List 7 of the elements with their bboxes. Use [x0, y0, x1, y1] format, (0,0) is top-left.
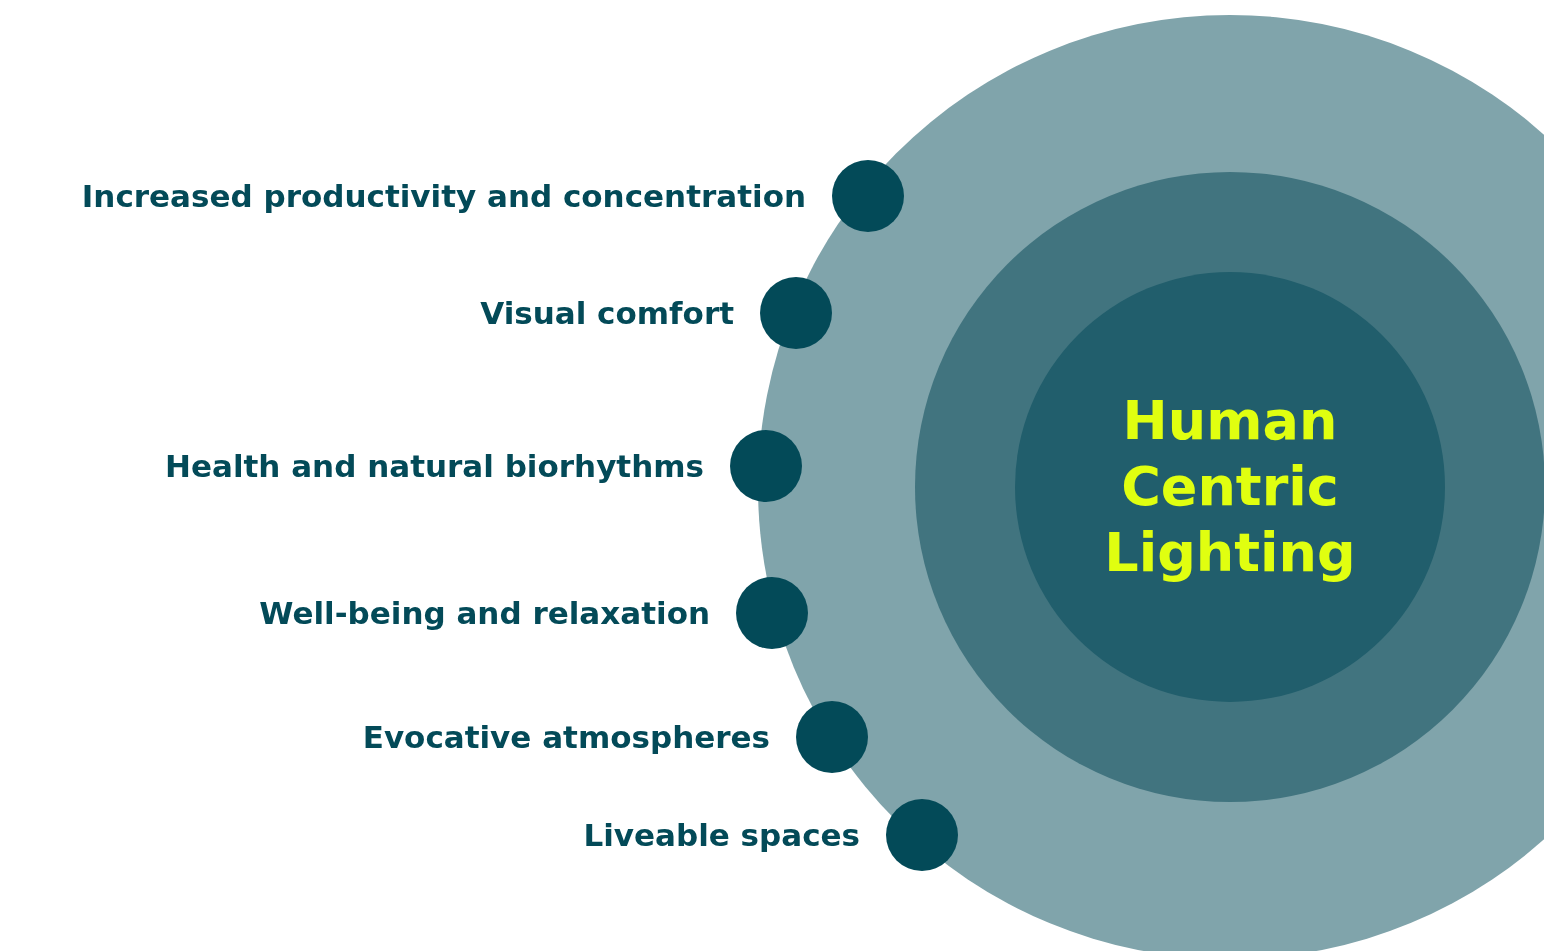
benefit-label: Health and natural biorhythms: [165, 448, 704, 484]
benefit-label: Increased productivity and concentration: [81, 178, 806, 214]
heading-text: Human Centric Lighting: [1103, 388, 1357, 586]
benefit-label: Evocative atmospheres: [362, 719, 770, 755]
benefit-label: Liveable spaces: [583, 817, 860, 853]
benefit-label: Well-being and relaxation: [259, 595, 710, 631]
benefit-label: Visual comfort: [480, 295, 734, 331]
